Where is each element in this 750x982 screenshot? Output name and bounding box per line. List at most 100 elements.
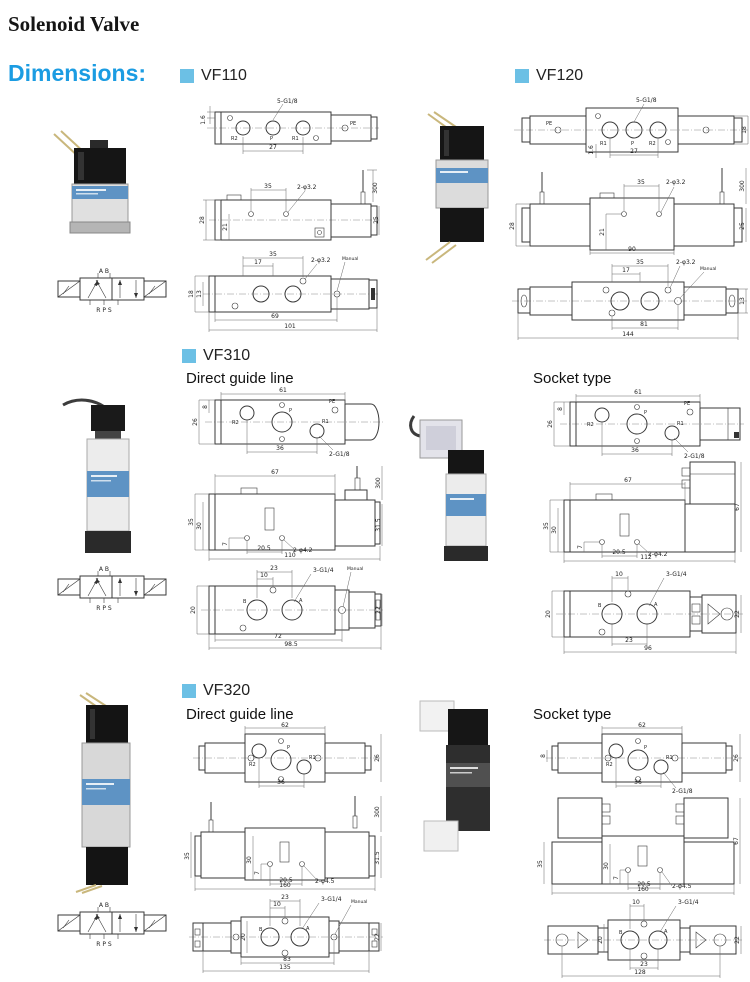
thread-label: 2-G1/8 [684,453,705,460]
dim-label: 35 [636,259,644,266]
vf110-top-view-drawing: 5-G1/8 R2 P R1 PE 27 1.6 [200,98,379,154]
dim-label: 22 [374,933,381,941]
dim-label: 21 [222,223,229,231]
dim-label: 7 [222,542,229,546]
port-label: B [259,927,263,933]
dim-label: 23 [270,565,278,572]
section-marker-icon [182,349,196,363]
dim-label: 26 [192,418,199,426]
dim-label: 8 [557,407,564,411]
dim-label: 1.6 [200,115,207,125]
dim-label: 81 [640,321,648,328]
section-header-vf110: VF110 [180,67,247,85]
dim-label: 7 [254,871,261,875]
dim-label: 112 [640,554,652,561]
dim-label: 300 [375,477,382,489]
port-label: A [299,598,303,604]
port-label: PE [350,121,356,127]
dim-label: 26 [733,754,740,762]
dim-label: 98.5 [284,641,298,648]
dim-label: 62 [281,722,289,729]
dim-label: 72 [274,633,282,640]
port-label: PE [684,401,690,407]
dim-label: 22 [375,606,382,614]
dim-label: 67 [734,503,741,511]
thread-label: 3-G1/4 [666,571,687,578]
dim-label: 36 [277,779,285,786]
dim-label: 90 [628,246,636,253]
vf110-valve-symbol: A B R P S [57,268,167,314]
symbol-port-bottom-label: R P S [96,605,112,612]
dim-label: 67 [624,477,632,484]
vf120-product-photo [425,111,489,264]
dim-label: 35 [537,860,544,868]
vf320-valve-symbol: A B R P S [57,902,167,948]
dim-label: 10 [260,572,268,579]
manual-label: Manual [351,899,367,905]
port-label: P [644,410,647,416]
holes-label: 2-φ3.2 [297,184,317,191]
dim-label: 7 [577,545,584,549]
vf320-socket-subtitle: Socket type [533,706,612,723]
dim-label: 35 [188,518,195,526]
dim-label: 26 [374,754,381,762]
symbol-port-top-label: A B [99,902,109,909]
vf120-bottom-view-drawing: 35 17 2-φ3.2 Manual 81 144 13 [512,259,748,340]
section-label-vf310: VF310 [203,347,251,364]
dim-label: 30 [551,526,558,534]
dim-label: 20 [190,606,197,614]
dim-label: 300 [739,180,746,192]
dim-label: 7 [613,876,620,880]
vf310-product-photo [62,398,131,553]
symbol-port-bottom-label: R P S [96,941,112,948]
dim-label: 20.5 [279,877,293,884]
vf320-product-photo [75,692,131,894]
dim-label: 62 [638,722,646,729]
dim-label: 30 [196,522,203,530]
section-label-vf320: VF320 [203,682,251,699]
port-label: PE [546,121,552,127]
dim-label: 20.5 [612,549,626,556]
port-label: R1 [677,421,684,427]
dim-label: 28 [509,222,516,230]
vf320-socket-bottom-view-drawing: B A 10 3-G1/4 20 23 128 22 [544,899,742,978]
dim-label: 17 [254,259,262,266]
dim-label: 26 [547,420,554,428]
port-label: R2 [649,141,656,147]
dim-label: 160 [637,886,649,893]
port-label: R2 [232,420,239,426]
dim-label: 23 [281,894,289,901]
dim-label: 1.6 [588,145,595,155]
dim-label: 160 [279,882,291,889]
section-header-vf120: VF120 [515,67,583,85]
page-title: Solenoid Valve [8,12,140,36]
manual-label: Manual [342,256,358,262]
manual-label: Manual [700,266,716,272]
dim-label: 110 [284,552,296,559]
dim-label: 35 [269,251,277,258]
port-label: P [270,136,273,142]
port-label: P [631,141,634,147]
dim-label: 31.5 [375,518,382,532]
holes-label: 2-φ3.2 [676,259,696,266]
port-label: R1 [600,141,607,147]
dim-label: 22 [734,610,741,618]
port-label: A [306,926,310,932]
dim-label: 61 [634,389,642,396]
port-label: PE [329,399,335,405]
dim-label: 35 [184,852,191,860]
port-label: R2 [606,762,613,768]
symbol-port-top-label: A B [99,268,109,275]
vf320-socket-side-view-drawing: 35 30 7 20.5 2-φ4.5 160 67 [537,797,741,895]
dim-label: 20.5 [637,881,651,888]
dim-label: 35 [637,179,645,186]
holes-label: 2-φ3.2 [311,257,331,264]
dim-label: 67 [733,837,740,845]
dim-label: 25 [739,222,746,230]
dim-label: 35 [264,183,272,190]
port-label: R1 [322,419,329,425]
vf310-direct-bottom-view-drawing: B A 23 10 3-G1/4 Manual 20 72 98.5 22 [190,565,383,650]
holes-label: 2-φ3.2 [666,179,686,186]
dim-label: 61 [279,387,287,394]
